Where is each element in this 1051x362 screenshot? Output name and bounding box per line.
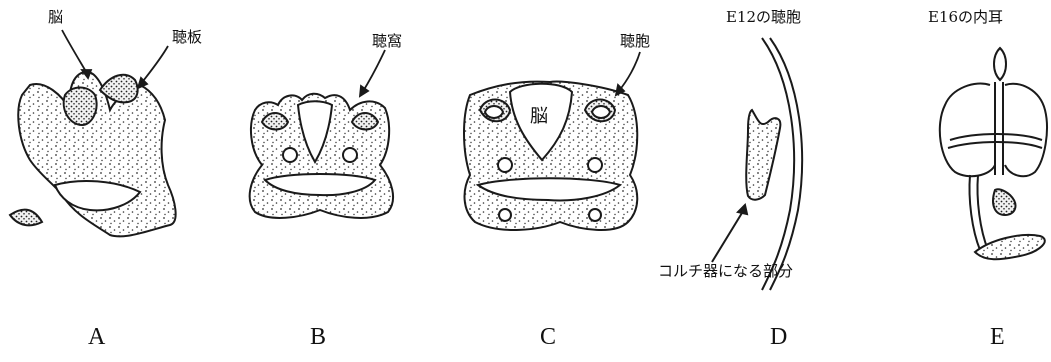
e12-title: E12の聴胞 — [726, 10, 801, 25]
brain-label-c: 脳 — [530, 108, 548, 126]
e16-title: E16の内耳 — [928, 10, 1003, 25]
panel-letter-a: A — [88, 325, 105, 349]
panel-letter-e: E — [990, 325, 1005, 349]
panel-d-arrow — [712, 205, 747, 262]
otic-plate-label: 聴板 — [172, 30, 202, 45]
panel-e-drawing — [940, 48, 1047, 259]
brain-label-a: 脳 — [48, 10, 63, 25]
otic-pit-label: 聴窩 — [372, 34, 402, 49]
otic-vesicle-label: 聴胞 — [620, 34, 650, 49]
panel-letter-d: D — [770, 325, 787, 349]
panel-d-drawing — [746, 38, 802, 290]
panel-c-drawing — [464, 82, 637, 230]
panel-letter-c: C — [540, 325, 556, 349]
panel-b-drawing — [250, 94, 393, 218]
panel-letter-b: B — [310, 325, 326, 349]
panel-a-drawing — [10, 72, 176, 237]
corti-label: コルチ器になる部分 — [658, 264, 793, 279]
